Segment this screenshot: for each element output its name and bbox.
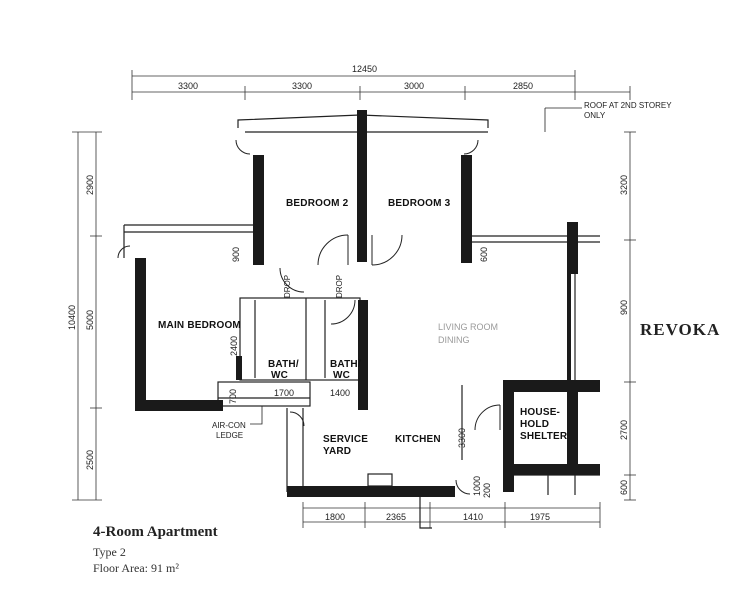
room-shelter-line2: HOLD xyxy=(520,419,549,430)
right-dimension-lines xyxy=(624,131,636,501)
dim-600-mid: 600 xyxy=(479,247,489,262)
dim-700: 700 xyxy=(228,389,238,404)
dim-bottom-4: 1975 xyxy=(530,512,550,522)
dim-1000: 1000 xyxy=(472,476,482,496)
dim-1700: 1700 xyxy=(274,388,294,398)
bottom-dimension-lines xyxy=(302,502,601,528)
room-bath-1-sub: WC xyxy=(271,370,288,381)
room-bedroom-3: BEDROOM 3 xyxy=(388,198,451,209)
dim-right-1: 3200 xyxy=(619,175,629,195)
dim-right-3: 2700 xyxy=(619,420,629,440)
dim-top-1: 3300 xyxy=(178,81,198,91)
top-dimension-lines xyxy=(131,70,631,100)
plan-floor-area: Floor Area: 91 m² xyxy=(93,561,179,575)
plan-type: Type 2 xyxy=(93,545,126,559)
room-shelter-line1: HOUSE- xyxy=(520,407,560,418)
dim-bottom-1: 1800 xyxy=(325,512,345,522)
room-bath-1: BATH/ xyxy=(268,359,299,370)
faint-dining-label: DINING xyxy=(438,335,470,345)
room-bedroom-2: BEDROOM 2 xyxy=(286,198,349,209)
dim-top-2: 3300 xyxy=(292,81,312,91)
aircon-ledge-line2: LEDGE xyxy=(216,431,243,440)
room-kitchen: KITCHEN xyxy=(395,434,441,445)
dim-bottom-3: 1410 xyxy=(463,512,483,522)
dim-1400: 1400 xyxy=(330,388,350,398)
door-swings xyxy=(117,139,501,495)
roof-note-line2: ONLY xyxy=(584,111,606,120)
dim-left-1: 2900 xyxy=(85,175,95,195)
dim-top-3: 3000 xyxy=(404,81,424,91)
dim-left-2: 5000 xyxy=(85,310,95,330)
aircon-ledge-line1: AIR-CON xyxy=(212,421,246,430)
dim-total-width: 12450 xyxy=(352,64,377,74)
dim-3300: 3300 xyxy=(457,428,467,448)
room-main-bedroom: MAIN BEDROOM xyxy=(158,320,241,331)
dim-right-2: 900 xyxy=(619,300,629,315)
dim-200: 200 xyxy=(482,483,492,498)
dim-bottom-2: 2365 xyxy=(386,512,406,522)
room-service-yard-line1: SERVICE xyxy=(323,434,368,445)
structural-walls xyxy=(135,110,600,497)
room-bath-2: BATH/ xyxy=(330,359,361,370)
left-dimension-lines xyxy=(72,131,102,501)
aircon-ledge-leader xyxy=(250,406,263,425)
faint-living-label: LIVING ROOM xyxy=(438,322,498,332)
room-service-yard-line2: YARD xyxy=(323,446,351,457)
dim-900-left: 900 xyxy=(231,247,241,262)
roof-note-line1: ROOF AT 2ND STOREY xyxy=(584,101,672,110)
dim-total-height: 10400 xyxy=(67,305,77,330)
dim-left-3: 2500 xyxy=(85,450,95,470)
dim-2400: 2400 xyxy=(229,336,239,356)
overprint-stamp: REVOKA xyxy=(640,320,721,339)
dim-right-4: 600 xyxy=(619,480,629,495)
plan-title: 4-Room Apartment xyxy=(93,524,218,540)
room-shelter-line3: SHELTER xyxy=(520,431,568,442)
drop-label-2: DROP xyxy=(335,275,344,298)
dim-top-4: 2850 xyxy=(513,81,533,91)
room-bath-2-sub: WC xyxy=(333,370,350,381)
drop-label-1: DROP xyxy=(283,275,292,298)
